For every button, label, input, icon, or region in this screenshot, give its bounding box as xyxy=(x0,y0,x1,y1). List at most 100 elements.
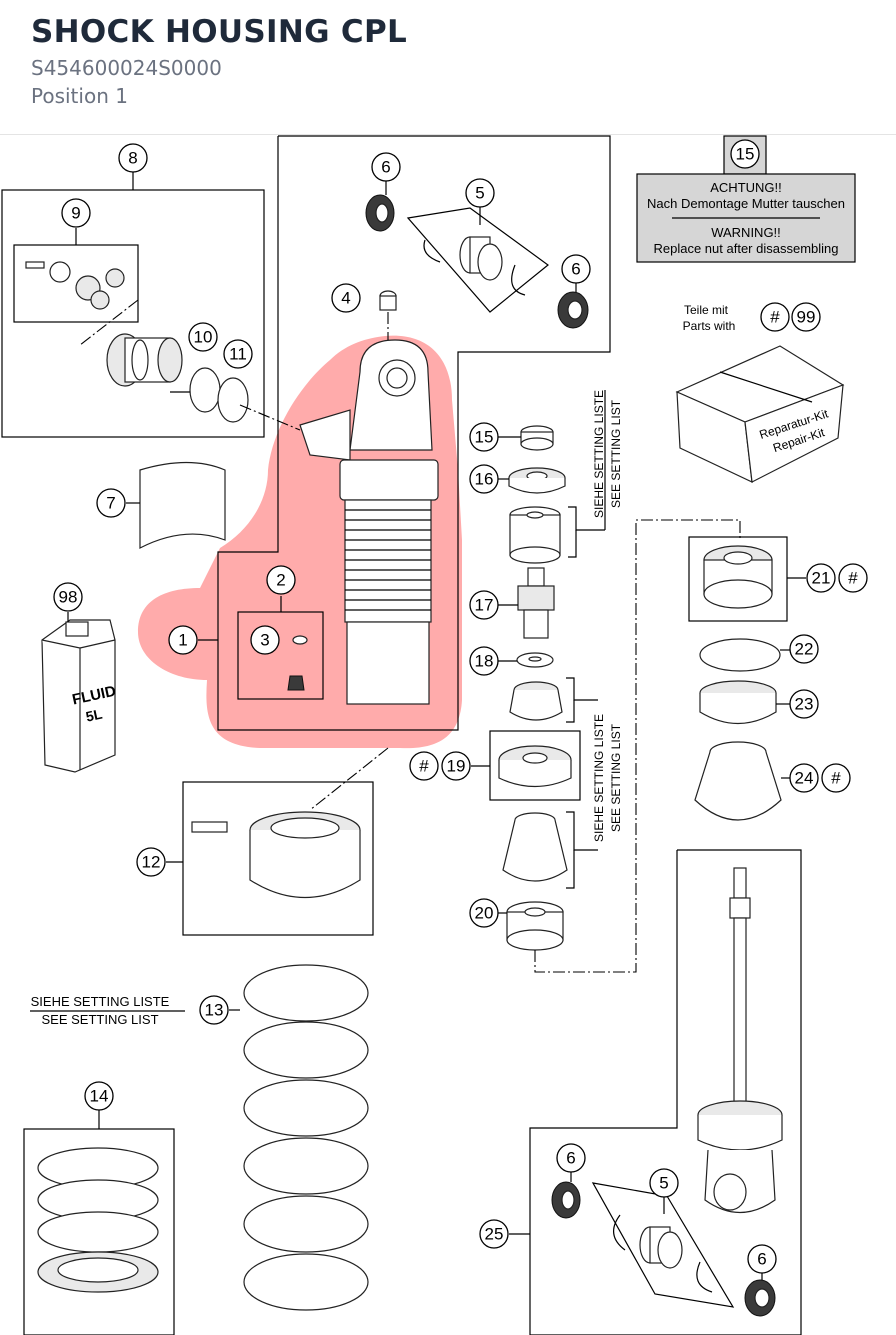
svg-text:23: 23 xyxy=(795,695,814,714)
callout-24[interactable]: 24 xyxy=(789,763,819,793)
svg-text:17: 17 xyxy=(475,596,494,615)
part-4-bushing[interactable] xyxy=(379,290,397,311)
setting-list-en-spring: SEE SETTING LIST xyxy=(41,1012,158,1027)
callout-hash-24[interactable]: # xyxy=(821,763,851,793)
callout-3[interactable]: 3 xyxy=(250,625,280,655)
svg-text:22: 22 xyxy=(795,640,814,659)
part-1-shock-body[interactable] xyxy=(299,339,439,705)
callout-19[interactable]: 19 xyxy=(441,751,471,781)
part-20-cup[interactable] xyxy=(506,901,564,951)
part-15-nut[interactable] xyxy=(520,425,554,451)
part-19-piston[interactable] xyxy=(498,745,572,787)
callout-8[interactable]: 8 xyxy=(118,143,148,173)
part-18-washer[interactable] xyxy=(516,652,554,668)
callout-6-top-right[interactable]: 6 xyxy=(561,254,591,284)
part-6-seal-bottom-right[interactable] xyxy=(744,1279,776,1317)
svg-text:6: 6 xyxy=(566,1149,575,1168)
part-6-seal-top-right[interactable] xyxy=(557,291,589,329)
part-25-piston-rod[interactable] xyxy=(697,867,783,1213)
callout-17[interactable]: 17 xyxy=(469,590,499,620)
part-7-sleeve[interactable] xyxy=(139,461,226,549)
callout-6-bottom-right[interactable]: 6 xyxy=(747,1244,777,1274)
callout-18[interactable]: 18 xyxy=(469,646,499,676)
part-17-needle[interactable] xyxy=(517,567,555,639)
svg-text:6: 6 xyxy=(571,260,580,279)
callout-6-top[interactable]: 6 xyxy=(371,152,401,182)
callout-5-top[interactable]: 5 xyxy=(465,178,495,208)
warning-en-title: WARNING!! xyxy=(711,225,781,240)
part-98-fluid-can[interactable]: FLUID 5L xyxy=(41,619,118,773)
callout-12[interactable]: 12 xyxy=(136,847,166,877)
callout-25[interactable]: 25 xyxy=(479,1219,509,1249)
frame-item-25 xyxy=(529,849,802,1335)
part-99-repair-kit[interactable]: Reparatur-Kit Repair-Kit xyxy=(675,345,845,484)
svg-text:11: 11 xyxy=(229,345,247,364)
part-22-circlip[interactable] xyxy=(699,638,781,672)
part-3-valve[interactable] xyxy=(287,675,305,691)
part-23-cap[interactable] xyxy=(699,680,777,725)
part-14-spring-seat[interactable] xyxy=(37,1147,159,1293)
svg-text:98: 98 xyxy=(59,588,78,607)
callout-hash-21[interactable]: # xyxy=(838,563,868,593)
callout-2[interactable]: 2 xyxy=(266,565,296,595)
part-24-bumper[interactable] xyxy=(694,741,782,821)
callout-15-note[interactable]: 15 xyxy=(730,139,760,169)
svg-text:3: 3 xyxy=(260,631,269,650)
callout-10[interactable]: 10 xyxy=(188,322,218,352)
part-16-washer[interactable] xyxy=(508,467,566,494)
part-6-seal-bottom-left[interactable] xyxy=(551,1181,581,1219)
part-shims-middle[interactable] xyxy=(509,681,563,721)
svg-text:9: 9 xyxy=(71,204,80,223)
svg-text:2: 2 xyxy=(276,571,285,590)
callout-13[interactable]: 13 xyxy=(199,995,229,1025)
part-21-seal-head[interactable] xyxy=(703,545,773,609)
part-10-oring[interactable] xyxy=(189,367,221,413)
page-title: SHOCK HOUSING CPL xyxy=(31,14,408,50)
callout-9[interactable]: 9 xyxy=(61,198,91,228)
part-12-spring-retainer[interactable] xyxy=(191,811,361,899)
part-11-oring[interactable] xyxy=(217,377,249,423)
setting-list-de-1: SIEHE SETTING LISTE xyxy=(592,390,606,518)
part-5-bushing-top[interactable] xyxy=(459,236,503,281)
svg-text:5: 5 xyxy=(659,1174,668,1193)
callout-23[interactable]: 23 xyxy=(789,689,819,719)
svg-text:18: 18 xyxy=(475,652,494,671)
callout-7[interactable]: 7 xyxy=(96,488,126,518)
setting-list-de-spring: SIEHE SETTING LISTE xyxy=(31,994,170,1009)
frame-item-5-bottom xyxy=(591,1182,735,1308)
callout-20[interactable]: 20 xyxy=(469,898,499,928)
svg-text:24: 24 xyxy=(795,769,814,788)
part-5-bushing-bottom[interactable] xyxy=(639,1226,683,1269)
callout-15[interactable]: 15 xyxy=(469,422,499,452)
callout-4[interactable]: 4 xyxy=(331,283,361,313)
setting-list-de-2: SIEHE SETTING LISTE xyxy=(592,714,606,842)
part-6-seal-top[interactable] xyxy=(365,194,395,232)
callout-99[interactable]: 99 xyxy=(791,302,821,332)
callout-16[interactable]: 16 xyxy=(469,464,499,494)
svg-text:20: 20 xyxy=(475,904,494,923)
part-shims-lower[interactable] xyxy=(502,812,568,882)
callout-22[interactable]: 22 xyxy=(789,634,819,664)
svg-text:7: 7 xyxy=(106,494,115,513)
repair-kit-label-en: Parts with xyxy=(683,319,736,333)
callout-14[interactable]: 14 xyxy=(84,1081,114,1111)
page-header: SHOCK HOUSING CPL S454600024S0000 Positi… xyxy=(0,0,896,135)
svg-text:12: 12 xyxy=(142,853,161,872)
part-9-valve[interactable] xyxy=(25,261,125,310)
part-10-adjuster[interactable] xyxy=(106,333,183,387)
callout-11[interactable]: 11 xyxy=(223,339,253,369)
svg-text:10: 10 xyxy=(194,328,213,347)
callout-hash-kit[interactable]: # xyxy=(760,302,790,332)
callout-6-bottom-left[interactable]: 6 xyxy=(556,1143,586,1173)
part-3-oring[interactable] xyxy=(292,635,308,645)
svg-text:21: 21 xyxy=(812,569,831,588)
svg-text:6: 6 xyxy=(757,1250,766,1269)
part-13-spring[interactable] xyxy=(243,964,369,1311)
part-shims-upper[interactable] xyxy=(509,506,561,564)
callout-hash-19[interactable]: # xyxy=(409,751,439,781)
callout-98[interactable]: 98 xyxy=(53,582,83,612)
setting-list-en-2: SEE SETTING LIST xyxy=(609,723,623,832)
callout-1[interactable]: 1 xyxy=(168,625,198,655)
callout-5-bottom[interactable]: 5 xyxy=(649,1168,679,1198)
callout-21[interactable]: 21 xyxy=(806,563,836,593)
